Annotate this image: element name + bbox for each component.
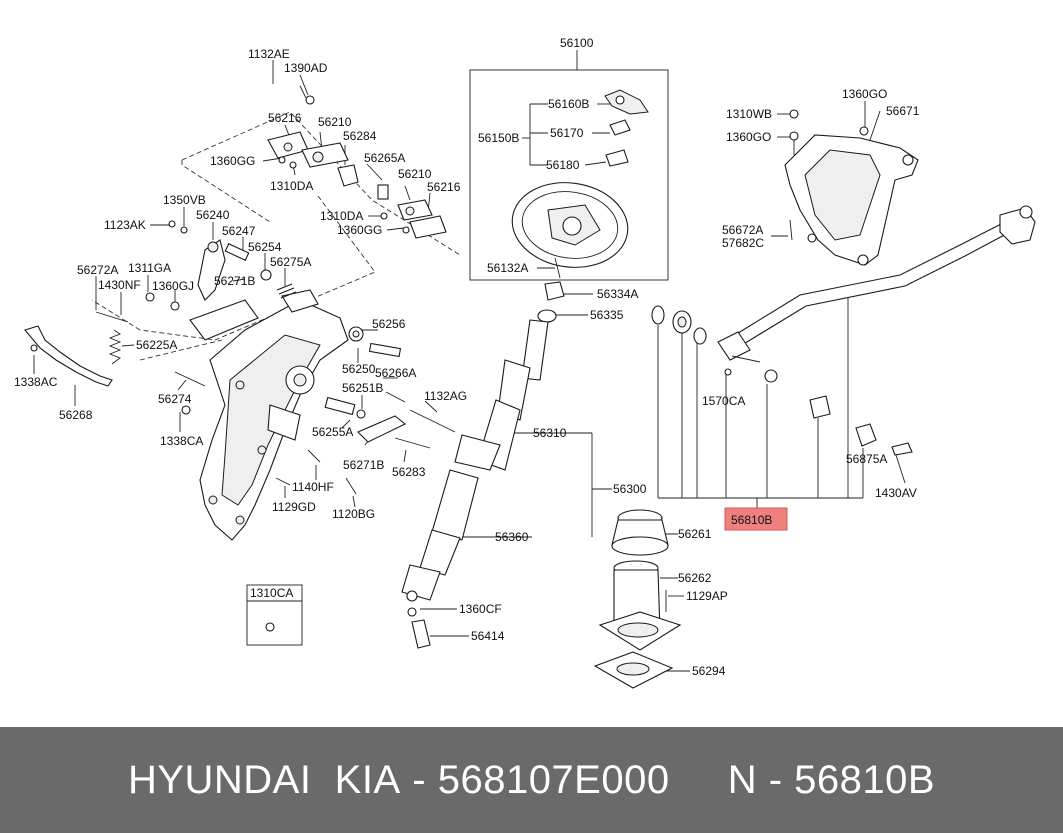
- label-1132AG: 1132AG: [424, 389, 467, 403]
- label-56265A: 56265A: [364, 151, 405, 165]
- label-1360GG-a: 1360GG: [210, 154, 255, 168]
- label-1310DA-b: 1310DA: [320, 209, 363, 223]
- label-1310DA-a: 1310DA: [270, 179, 313, 193]
- pedal-bracket: [24, 220, 456, 541]
- pedal-brackets-top: [267, 85, 447, 239]
- label-56262: 56262: [678, 571, 712, 585]
- label-56274: 56274: [158, 392, 192, 406]
- leader-lines: [33, 50, 906, 672]
- label-56414: 56414: [471, 629, 505, 643]
- label-56310: 56310: [533, 426, 567, 440]
- label-56271B-b: 56271B: [343, 458, 384, 472]
- label-1338CA: 1338CA: [160, 434, 203, 448]
- separator-2: -: [757, 757, 795, 802]
- label-1338AC: 1338AC: [14, 375, 58, 389]
- clip-box: [246, 584, 303, 646]
- n-prefix: N: [727, 757, 758, 802]
- spacer: [670, 758, 728, 803]
- label-1123AK: 1123AK: [104, 218, 146, 232]
- label-56160B: 56160B: [548, 97, 589, 111]
- label-56300: 56300: [613, 482, 647, 496]
- label-56671: 56671: [886, 104, 920, 118]
- label-56284: 56284: [343, 129, 377, 143]
- label-1570CA: 1570CA: [702, 394, 745, 408]
- label-56170: 56170: [550, 126, 584, 140]
- label-1310WB: 1310WB: [726, 107, 772, 121]
- label-56216-b: 56216: [427, 180, 461, 194]
- label-1129GD: 1129GD: [272, 500, 316, 514]
- part-number-banner: HYUNDAI KIA - 568107E000 N - 56810B: [0, 727, 1063, 833]
- highlight-box: [724, 507, 788, 531]
- label-1430AV: 1430AV: [875, 486, 917, 500]
- label-56150B: 56150B: [478, 131, 519, 145]
- label-1120BG: 1120BG: [332, 507, 375, 521]
- label-56210-b: 56210: [398, 167, 432, 181]
- boot-assembly: [593, 509, 682, 689]
- brand-text: HYUNDAI KIA: [127, 757, 401, 802]
- label-56225A: 56225A: [136, 338, 177, 352]
- label-1311GA: 1311GA: [128, 261, 171, 275]
- label-56266A: 56266A: [375, 366, 416, 380]
- label-1360GJ: 1360GJ: [152, 279, 194, 293]
- label-1360CF: 1360CF: [459, 602, 502, 616]
- label-56250: 56250: [342, 362, 376, 376]
- label-56283: 56283: [392, 465, 426, 479]
- separator-1: -: [400, 757, 438, 802]
- label-56261: 56261: [678, 527, 712, 541]
- label-1360GO-b: 1360GO: [726, 130, 771, 144]
- steering-wheel: [511, 89, 649, 279]
- label-56180: 56180: [546, 158, 580, 172]
- label-56672A: 56672A: [722, 223, 763, 237]
- label-56255A: 56255A: [312, 425, 353, 439]
- label-56271B-a: 56271B: [214, 274, 255, 288]
- part-number: 568107E000: [437, 757, 670, 802]
- label-56100: 56100: [560, 36, 594, 50]
- label-56216-a: 56216: [268, 111, 302, 125]
- label-1350VB: 1350VB: [163, 193, 206, 207]
- steering-column: [401, 281, 565, 649]
- label-56294: 56294: [692, 664, 726, 678]
- label-1360GG-b: 1360GG: [337, 223, 382, 237]
- label-1310CA: 1310CA: [250, 586, 293, 600]
- label-56268: 56268: [59, 408, 93, 422]
- ref-number: 56810B: [794, 757, 936, 802]
- mounting-bracket: [784, 109, 919, 266]
- label-56875A: 56875A: [846, 452, 887, 466]
- label-1129AP: 1129AP: [686, 589, 728, 603]
- label-56240: 56240: [196, 208, 230, 222]
- label-1132AE: 1132AE: [248, 47, 290, 61]
- label-56360: 56360: [495, 530, 529, 544]
- intermediate-shaft[interactable]: [651, 205, 1036, 456]
- label-57682C: 57682C: [722, 236, 764, 250]
- label-56275A: 56275A: [270, 255, 311, 269]
- callout-labels: 56100 1132AE 1390AD 56216 56210 56284 13…: [14, 36, 920, 678]
- label-56335: 56335: [590, 308, 624, 322]
- label-1140HF: 1140HF: [292, 480, 334, 494]
- label-56132A: 56132A: [487, 261, 528, 275]
- label-56334A: 56334A: [597, 287, 638, 301]
- label-1360GO-a: 1360GO: [842, 87, 887, 101]
- label-56251B: 56251B: [342, 381, 383, 395]
- label-56256: 56256: [372, 317, 406, 331]
- steering-parts-diagram: 56100 1132AE 1390AD 56216 56210 56284 13…: [14, 36, 1036, 689]
- label-56810B[interactable]: 56810B: [731, 513, 772, 527]
- label-1430NF: 1430NF: [98, 278, 141, 292]
- label-1390AD: 1390AD: [284, 61, 328, 75]
- label-56210-a: 56210: [318, 115, 352, 129]
- label-56247: 56247: [222, 224, 256, 238]
- label-56254: 56254: [248, 240, 282, 254]
- label-56272A: 56272A: [77, 263, 118, 277]
